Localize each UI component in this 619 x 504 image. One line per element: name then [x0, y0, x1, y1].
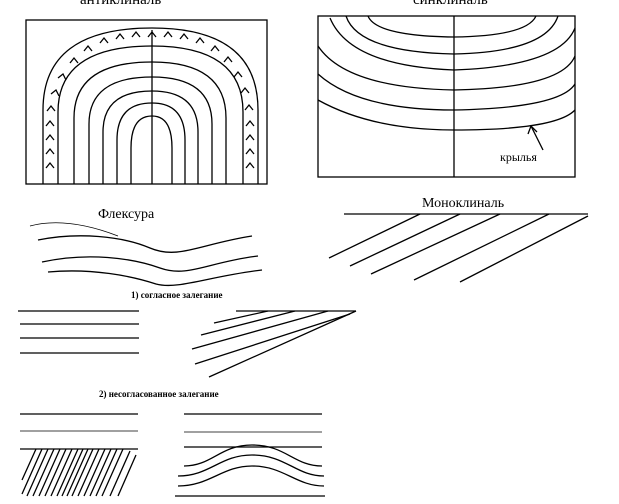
- monocline-layer: [413, 213, 550, 281]
- flexure-layer: [37, 235, 253, 253]
- anticline-hatch-marks: [45, 30, 255, 169]
- conformable-caption: 1) согласное залегание: [131, 290, 223, 300]
- syncline-title: синклиналь: [413, 0, 488, 8]
- wings-label: крылья: [500, 150, 537, 164]
- anticline-layer: [130, 115, 173, 184]
- wings-arrow-head: [527, 124, 538, 135]
- unconformable-folded: [175, 413, 325, 497]
- anticline-frame: [25, 19, 268, 185]
- anticline-layer: [57, 45, 244, 184]
- syncline-layer: [345, 15, 559, 55]
- flexure-layer: [47, 269, 263, 287]
- flexure-layer: [29, 222, 119, 237]
- monocline-layer: [459, 215, 589, 283]
- syncline-layer: [317, 99, 576, 131]
- unconformable-caption: 2) несогласованное залегание: [99, 389, 219, 399]
- anticline-layer: [73, 61, 227, 184]
- anticline-layer: [42, 27, 259, 184]
- syncline-layer: [317, 45, 576, 91]
- monocline-title: Моноклиналь: [422, 196, 505, 211]
- monocline-layer: [349, 213, 461, 267]
- unconformable-hatch: [21, 448, 137, 497]
- monocline-diagram: [328, 213, 589, 283]
- monocline-layer: [370, 213, 501, 275]
- syncline-layer: [317, 73, 576, 111]
- syncline-diagram: [317, 15, 576, 178]
- syncline-layer: [367, 15, 537, 38]
- syncline-frame: [317, 15, 576, 178]
- conformable-tilted: [191, 310, 357, 378]
- flexure-diagram: [29, 222, 263, 287]
- anticline-title: антиклиналь: [80, 0, 162, 8]
- monocline-layer: [328, 213, 421, 259]
- anticline-layer: [102, 90, 199, 184]
- anticline-layer: [116, 102, 186, 184]
- anticline-layer: [88, 76, 213, 184]
- syncline-layer: [329, 17, 576, 71]
- anticline-diagram: [25, 19, 268, 185]
- unconformable-angular: [20, 413, 138, 497]
- conformable-horizontal: [18, 310, 139, 354]
- flexure-layer: [41, 255, 259, 272]
- wings-arrow: [530, 125, 544, 151]
- flexure-title: Флексура: [98, 207, 155, 222]
